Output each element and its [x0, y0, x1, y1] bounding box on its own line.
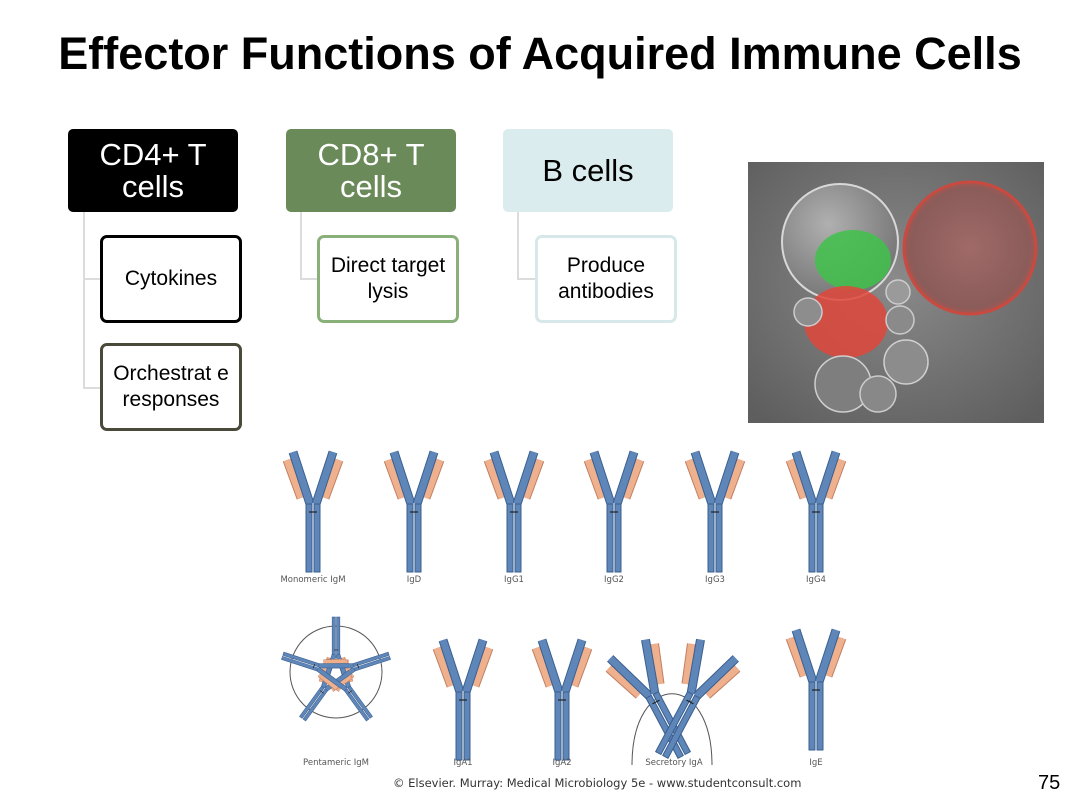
antibody-label: IgG4	[806, 575, 826, 585]
page-number: 75	[1038, 772, 1061, 794]
antibody-label: IgA1	[453, 758, 472, 768]
slide-title: Effector Functions of Acquired Immune Ce…	[58, 28, 1022, 79]
antibody-label: Secretory IgA	[645, 758, 702, 768]
connector-line	[300, 278, 318, 280]
connector-line	[83, 278, 101, 280]
antibody-label: IgD	[407, 575, 422, 585]
antibody-label: Monomeric IgM	[280, 575, 345, 585]
antibody-label: IgE	[809, 758, 822, 768]
cytokines-card: Cytokines	[100, 235, 242, 323]
card-label: Direct target lysis	[330, 254, 446, 303]
orchestrate-responses-card: Orchestrat e responses	[100, 343, 242, 431]
b-cells-header: B cells	[503, 129, 673, 212]
card-label: Produce antibodies	[558, 254, 654, 303]
pentameric-igm-structure	[278, 617, 394, 727]
card-label: Cytokines	[124, 267, 218, 290]
secretory-iga-structure	[605, 637, 741, 767]
direct-target-lysis-card: Direct target lysis	[317, 235, 459, 323]
card-label: Orchestrat e responses	[113, 362, 229, 411]
image-credit: © Elsevier. Murray: Medical Microbiology…	[393, 776, 802, 790]
cd8-t-cells-header: CD8+ T cells	[286, 129, 456, 212]
antibody-label: IgG2	[604, 575, 624, 585]
antibody-label: Pentameric IgM	[303, 758, 369, 768]
antibody-label: IgG3	[705, 575, 725, 585]
cd4-t-cells-header: CD4+ T cells	[68, 129, 238, 212]
cell-microscopy-image	[748, 162, 1044, 423]
connector-line	[83, 212, 85, 388]
connector-line	[517, 278, 535, 280]
connector-line	[300, 212, 302, 279]
antibody-isotypes-figure: Monomeric IgM IgD IgG1 IgG2 IgG3 IgG4 Pe…	[260, 440, 870, 770]
connector-line	[517, 212, 519, 279]
antibody-label: IgA2	[552, 758, 571, 768]
produce-antibodies-card: Produce antibodies	[535, 235, 677, 323]
connector-line	[83, 387, 101, 389]
antibody-label: IgG1	[504, 575, 524, 585]
